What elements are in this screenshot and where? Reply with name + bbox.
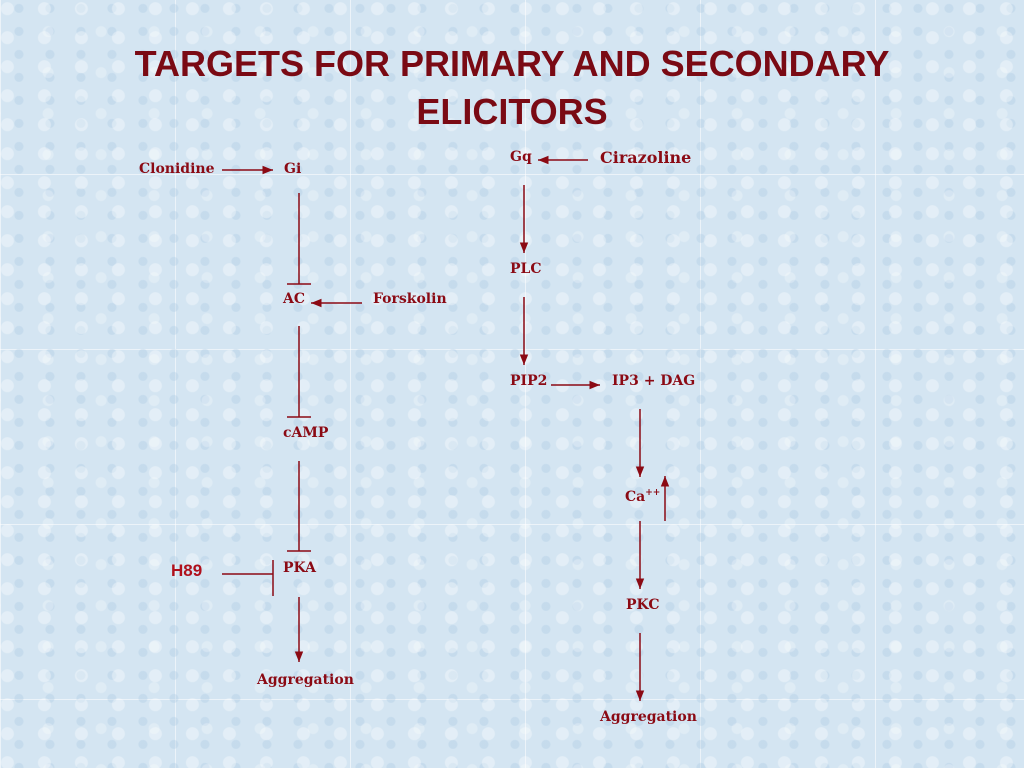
camp-label: cAMP: [283, 425, 329, 441]
h89-label: H89: [171, 561, 203, 580]
ac-label: AC: [283, 291, 306, 307]
forskolin-label: Forskolin: [373, 291, 447, 307]
plc-label: PLC: [510, 261, 542, 277]
aggregation-left-label: Aggregation: [257, 672, 354, 688]
calcium-charge: ++: [645, 488, 661, 498]
slide-title: TARGETS FOR PRIMARY AND SECONDARY ELICIT…: [134, 43, 890, 132]
cirazoline-label: Cirazoline: [600, 148, 692, 167]
ip3-dag-label: IP3 + DAG: [612, 373, 696, 389]
pka-label: PKA: [283, 560, 316, 576]
pip2-label: PIP2: [510, 373, 548, 389]
clonidine-label: Clonidine: [139, 161, 215, 177]
gi-label: Gi: [284, 161, 302, 177]
aggregation-right-label: Aggregation: [600, 709, 697, 725]
calcium-label: Ca++: [625, 485, 660, 505]
pkc-label: PKC: [626, 597, 660, 613]
calcium-symbol: Ca: [625, 489, 646, 505]
gq-label: Gq: [510, 149, 532, 165]
